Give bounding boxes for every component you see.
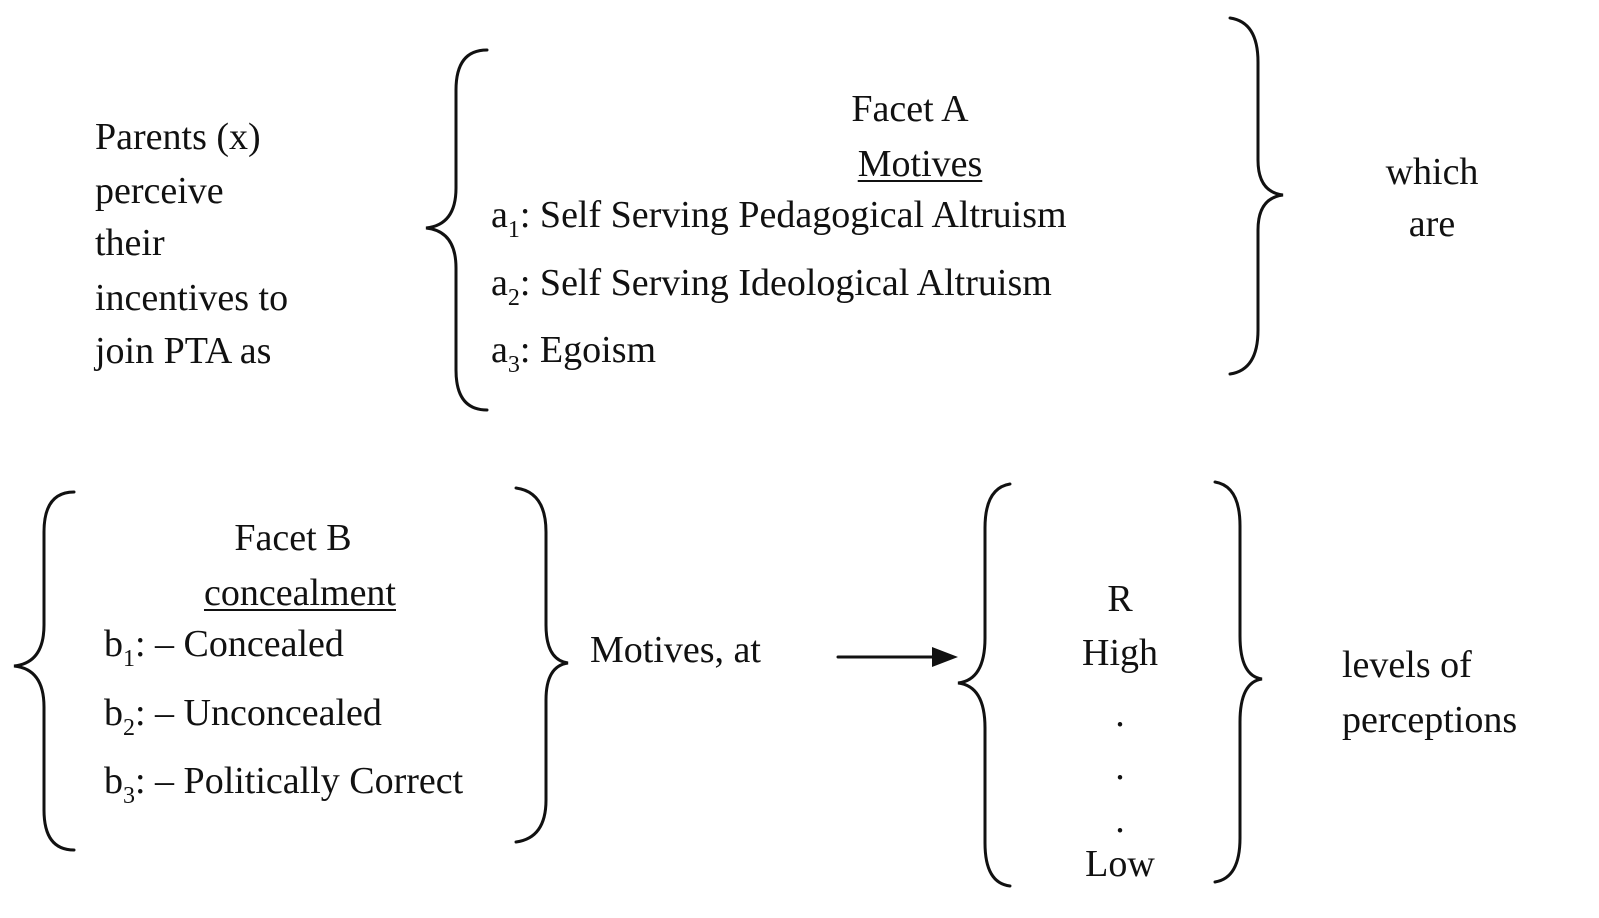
intro-line-5: join PTA as <box>95 330 272 372</box>
arrow-head <box>932 647 958 667</box>
facet-b-item-prefix: b <box>104 623 123 665</box>
facet-a-item-subscript: 1 <box>507 217 520 243</box>
facet-b-item-1: b1: – Concealed <box>104 623 344 671</box>
facet-a-item-prefix: a <box>491 262 508 304</box>
range-label: R <box>1107 578 1133 620</box>
facet-b-item-text: : – Concealed <box>135 623 344 665</box>
facet-a-item-prefix: a <box>491 194 508 236</box>
facet-b-item-subscript: 1 <box>123 646 135 672</box>
facet-a-item-2: a2: Self Serving Ideological Altruism <box>491 262 1052 310</box>
intro-line-1: Parents (x) <box>95 116 261 158</box>
intro-line-3: their <box>95 222 165 264</box>
facet-a-title: Facet A <box>851 88 969 130</box>
facet-a-right-brace <box>1228 16 1284 376</box>
facet-a-item-subscript: 3 <box>507 352 520 378</box>
facet-b-item-prefix: b <box>104 692 123 734</box>
facet-b-item-subscript: 2 <box>123 715 135 741</box>
range-dot-2: . <box>1115 746 1125 788</box>
levels-line-1: levels of <box>1342 644 1472 686</box>
levels-line-2: perceptions <box>1342 699 1518 741</box>
intro-line-2: perceive <box>95 170 224 212</box>
facet-b-item-text: : – Politically Correct <box>135 760 464 802</box>
facet-b-item-3: b3: – Politically Correct <box>104 760 464 808</box>
facet-a-item-1: a1: Self Serving Pedagogical Altruism <box>491 194 1067 242</box>
facet-a-item-text: : Egoism <box>519 329 657 371</box>
which-are-line-1: which <box>1385 151 1479 193</box>
facet-b-item-subscript: 3 <box>123 783 135 809</box>
facet-b-item-2: b2: – Unconcealed <box>104 692 382 740</box>
range-right-brace <box>1213 480 1263 884</box>
facet-b-right-brace <box>514 486 569 844</box>
facet-b-item-prefix: b <box>104 760 123 802</box>
facet-a-item-text: : Self Serving Ideological Altruism <box>519 262 1052 304</box>
facet-a-left-brace <box>425 48 489 412</box>
range-dot-1: . <box>1115 693 1125 735</box>
facet-a-subtitle: Motives <box>857 143 983 185</box>
range-left-brace <box>957 482 1012 888</box>
range-high: High <box>1082 632 1158 674</box>
facet-b-item-text: : – Unconcealed <box>135 692 382 734</box>
facet-b-left-brace <box>13 490 76 852</box>
facet-a-item-subscript: 2 <box>507 285 520 311</box>
facet-b-title: Facet B <box>234 517 352 559</box>
facet-a-item-3: a3: Egoism <box>491 329 657 377</box>
facet-a-item-text: : Self Serving Pedagogical Altruism <box>519 194 1067 236</box>
which-are-line-2: are <box>1408 203 1456 245</box>
range-dot-3: . <box>1115 799 1125 841</box>
range-low: Low <box>1085 843 1155 885</box>
motives-at-label: Motives, at <box>590 629 761 671</box>
intro-line-4: incentives to <box>95 277 289 319</box>
facet-a-item-prefix: a <box>491 329 508 371</box>
facet-b-subtitle: concealment <box>203 572 396 614</box>
